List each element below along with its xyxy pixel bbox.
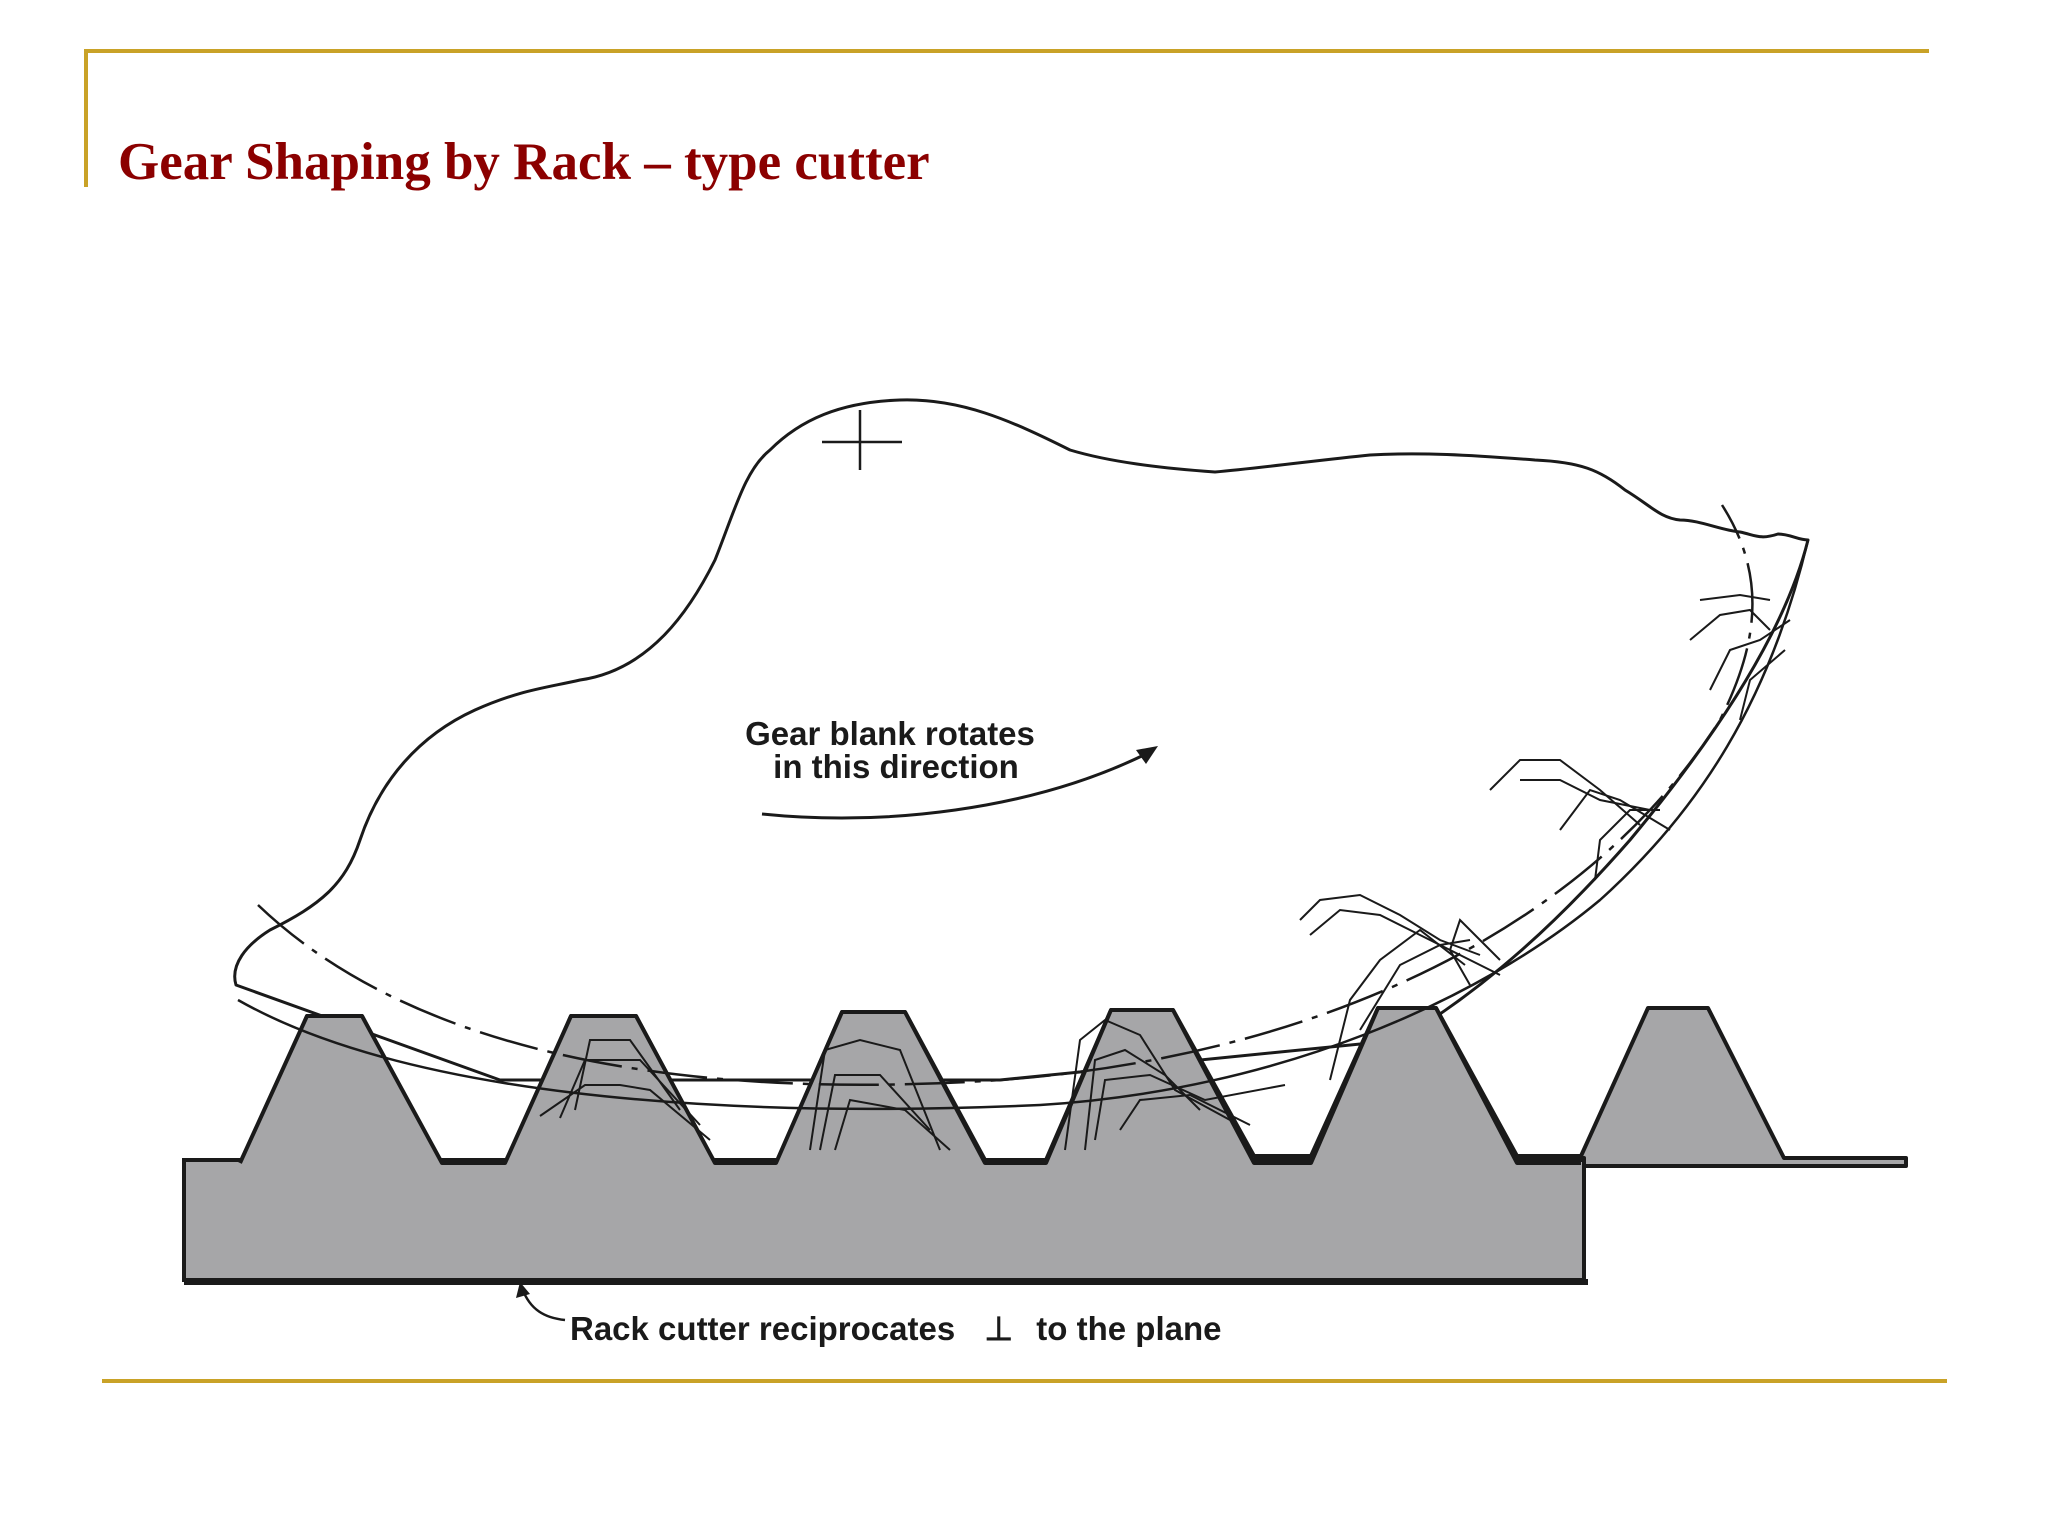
generated-tooth-traces — [539, 593, 1791, 1151]
rack-cutter-teeth — [238, 1006, 1581, 1165]
perpendicular-symbol: ⊥ — [984, 1310, 1013, 1347]
gear-blank-label-line1: Gear blank rotates — [745, 715, 1035, 752]
root-circle — [237, 539, 1810, 1111]
curved-arrow-icon — [761, 746, 1158, 820]
gear-blank-label-line2: in this direction — [773, 748, 1019, 785]
pitch-circle — [257, 504, 1754, 1086]
bottom-rule — [102, 1379, 1947, 1383]
top-rule — [84, 49, 1929, 53]
rack-cutter-label-part1: Rack cutter reciprocates — [570, 1310, 955, 1347]
slide-title: Gear Shaping by Rack – type cutter — [118, 133, 930, 191]
rack-cutter-bg-cover — [186, 1165, 1581, 1177]
leader-arrow-icon — [516, 1282, 566, 1322]
rack-cutter-label-part2: to the plane — [1036, 1310, 1221, 1347]
left-rule — [84, 49, 88, 187]
rack-cutter-base — [182, 1158, 1586, 1282]
crosshair-icon — [822, 410, 902, 470]
rack-cutter-label: Rack cutter reciprocates ⊥ to the plane — [570, 1310, 1221, 1347]
